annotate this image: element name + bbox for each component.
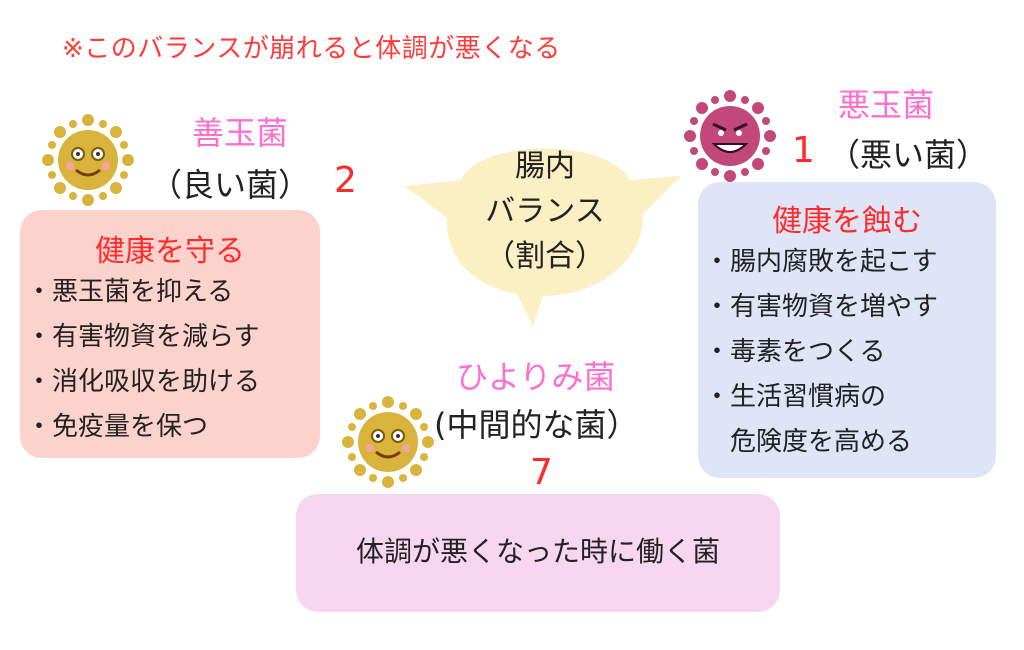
neutral-bacteria-ratio: 7: [530, 452, 553, 493]
bad-bacteria-box: 健康を蝕む 腸内腐敗を起こす 有害物資を増やす 毒素をつくる 生活習慣病の 危険…: [698, 182, 996, 478]
center-bubble-text: 腸内 バランス （割合）: [450, 144, 640, 279]
list-item: 悪玉菌を抑える: [26, 270, 260, 315]
list-item: 毒素をつくる: [704, 330, 938, 375]
smiling-yellow-germ-icon: [342, 396, 434, 488]
center-line-1: 腸内: [515, 149, 575, 184]
smiling-yellow-germ-icon: [42, 114, 134, 206]
bad-box-heading: 健康を蝕む: [772, 204, 922, 239]
center-speech-bubble: [405, 148, 681, 326]
warning-note: ※このバランスが崩れると体調が悪くなる: [62, 34, 561, 64]
list-item: 有害物資を減らす: [26, 315, 260, 360]
good-bacteria-box: 健康を守る 悪玉菌を抑える 有害物資を減らす 消化吸収を助ける 免疫量を保つ: [20, 210, 320, 458]
good-bacteria-ratio: 2: [334, 160, 357, 201]
center-line-2: バランス: [485, 194, 605, 229]
neutral-bacteria-label: (中間的な菌）: [434, 406, 639, 444]
good-box-heading: 健康を守る: [95, 234, 245, 269]
list-item: 危険度を高める: [730, 427, 913, 457]
list-item: 生活習慣病の: [704, 375, 938, 420]
good-bacteria-label: （良い菌）: [150, 166, 311, 204]
list-item: 免疫量を保つ: [26, 405, 260, 450]
center-line-3: （割合）: [485, 239, 605, 274]
neutral-bacteria-box: 体調が悪くなった時に働く菌: [296, 494, 780, 612]
bad-bacteria-ratio: 1: [792, 130, 815, 171]
bubble-shape: [405, 148, 681, 326]
bad-effects-list: 腸内腐敗を起こす 有害物資を増やす 毒素をつくる 生活習慣病の 危険度を高める: [704, 240, 938, 465]
bad-bacteria-name: 悪玉菌: [838, 86, 935, 124]
list-item: 腸内腐敗を起こす: [704, 240, 938, 285]
list-item: 消化吸収を助ける: [26, 360, 260, 405]
grinning-pink-germ-icon: [684, 90, 776, 182]
neutral-bacteria-name: ひよりみ菌: [456, 358, 616, 396]
bad-bacteria-label: （悪い菌）: [828, 136, 989, 174]
list-item: 有害物資を増やす: [704, 285, 938, 330]
good-effects-list: 悪玉菌を抑える 有害物資を減らす 消化吸収を助ける 免疫量を保つ: [26, 270, 260, 450]
neutral-description: 体調が悪くなった時に働く菌: [355, 535, 720, 568]
good-bacteria-name: 善玉菌: [192, 114, 289, 152]
